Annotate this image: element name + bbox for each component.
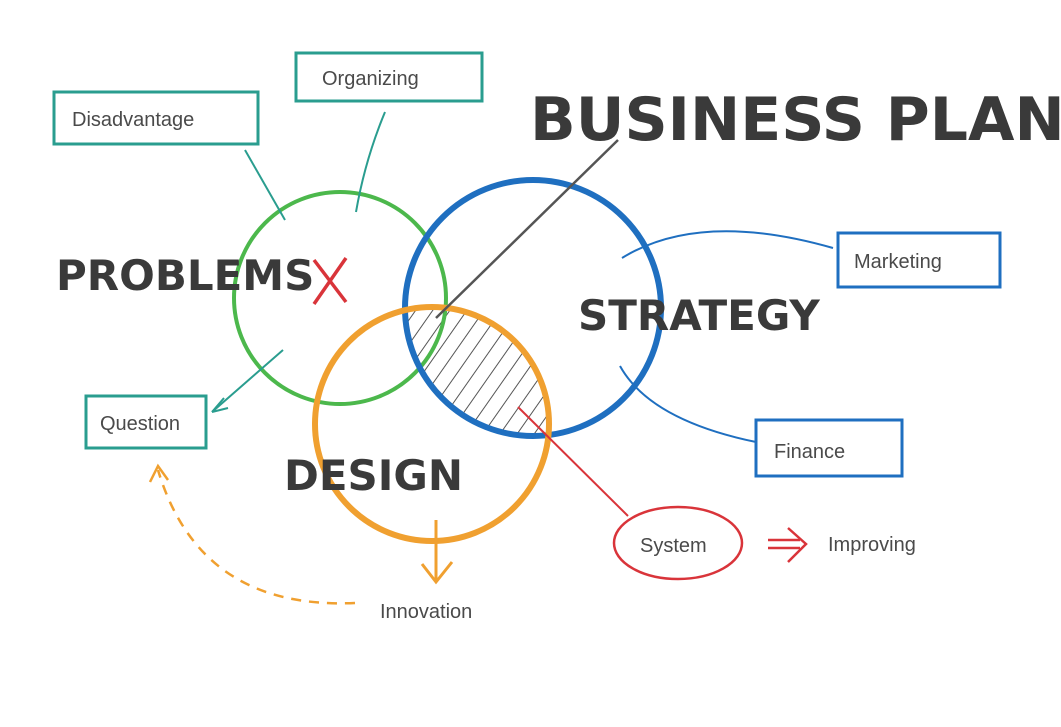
innovation-text: Innovation [380, 601, 472, 623]
question-connector [211, 349, 284, 413]
down-arrow-icon [420, 561, 454, 585]
triple-arrow-icon [768, 527, 808, 563]
organizing-box [294, 51, 484, 103]
system-connector [517, 406, 629, 517]
marketing-connector [621, 230, 834, 259]
organizing-text: Organizing [322, 68, 419, 90]
design-label: DESIGN [284, 451, 463, 500]
finance-box [754, 418, 904, 478]
improving-text: Improving [828, 534, 916, 556]
finance-text: Finance [774, 441, 845, 463]
system-text: System [640, 535, 707, 557]
strategy-label: STRATEGY [578, 291, 820, 340]
feedback-arrowhead-icon [148, 463, 170, 483]
problems-label: PROBLEMS [56, 251, 314, 300]
design-circle [312, 304, 552, 544]
question-text: Question [100, 413, 180, 435]
disadvantage-connector [244, 149, 286, 221]
diagram-title: BUSINESS PLAN [530, 85, 1061, 155]
question-arrowhead [211, 397, 229, 413]
problems-circle [232, 190, 448, 406]
finance-connector [619, 365, 757, 443]
system-ellipse [612, 505, 744, 581]
cross-icon [312, 257, 348, 305]
marketing-text: Marketing [854, 251, 942, 273]
organizing-connector [355, 111, 386, 213]
disadvantage-text: Disadvantage [72, 109, 194, 131]
question-box [84, 394, 208, 450]
disadvantage-box [52, 90, 260, 146]
feedback-dashed-arrow [156, 469, 356, 605]
marketing-box [836, 231, 1002, 289]
business-plan-pointer [435, 139, 619, 319]
